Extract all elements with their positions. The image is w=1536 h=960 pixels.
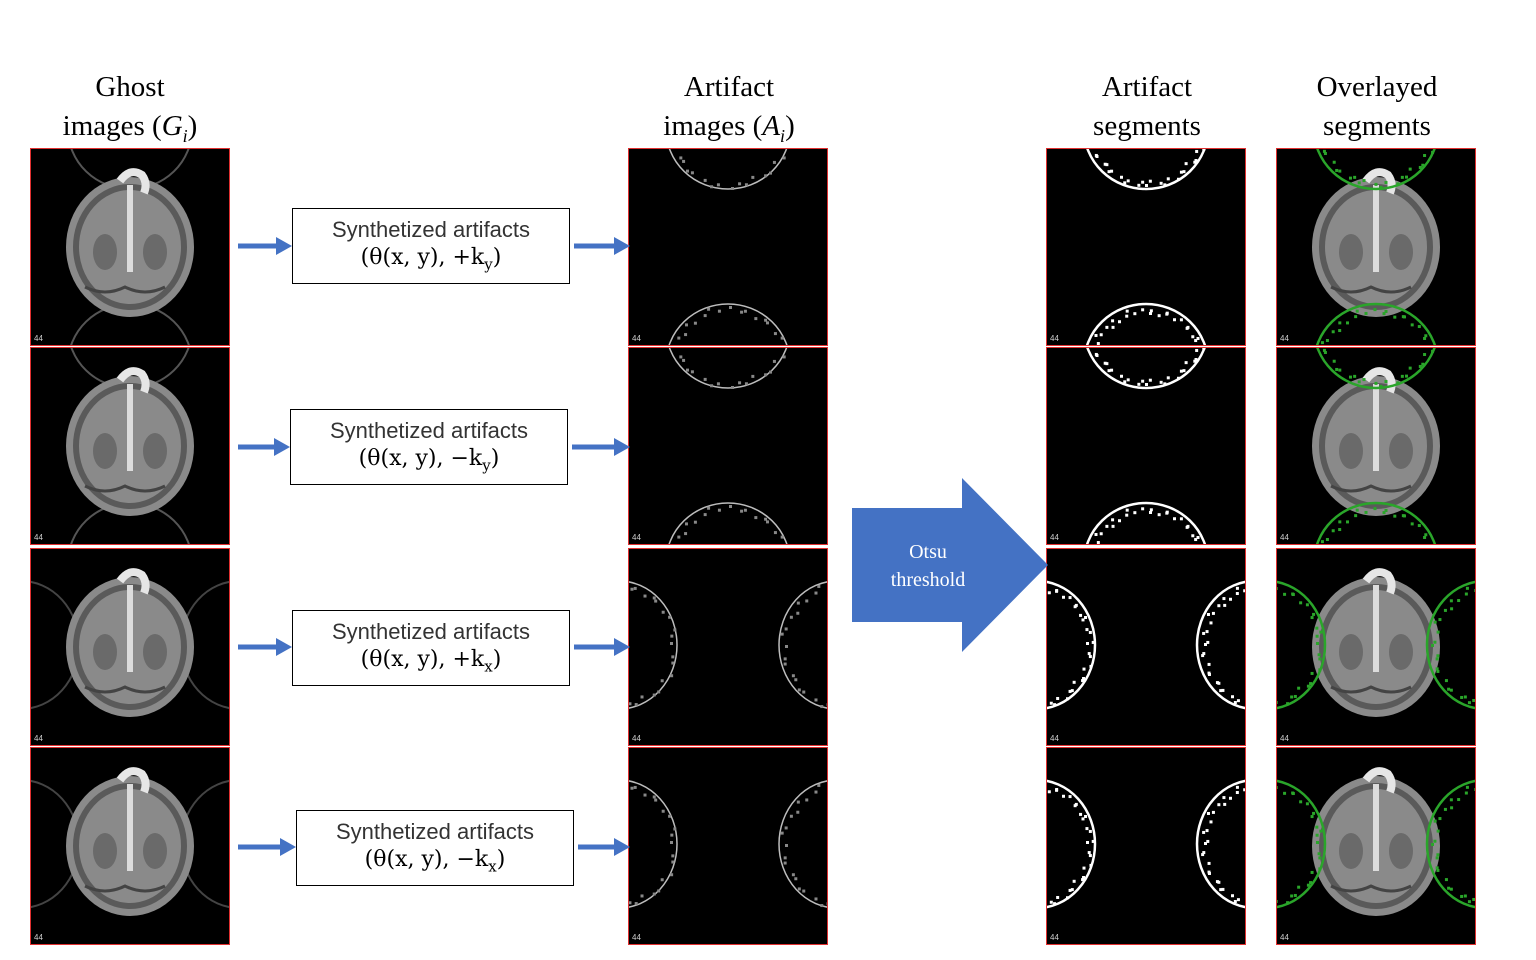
synth-box-3: Synthetized artifacts (θ(x, y), +kx) (292, 610, 570, 686)
overlayed-title-line1: Overlayed (1316, 71, 1438, 103)
formula-main: (θ(x, y), −k (364, 847, 489, 872)
artifact-var: A (762, 110, 781, 142)
slice-number: 44 (34, 334, 43, 343)
ghost-image-4: 44 (30, 747, 230, 945)
arrow-to-artifact-3 (574, 638, 630, 656)
slice-number: 44 (632, 334, 641, 343)
ghost-image-2: 44 (30, 347, 230, 545)
arrow-to-box-4 (238, 838, 296, 856)
slice-number: 44 (1280, 334, 1289, 343)
synth-box-2: Synthetized artifacts (θ(x, y), −ky) (290, 409, 568, 485)
slice-number: 44 (34, 533, 43, 542)
arrow-to-artifact-2 (572, 438, 630, 456)
overlay-image-4: 44 (1276, 747, 1476, 945)
slice-number: 44 (34, 933, 43, 942)
ghost-images-title: Ghost images (Gi) (30, 68, 230, 156)
artifact-image-2: 44 (628, 347, 828, 545)
artifact-segments-title: Artifact segments (1046, 68, 1248, 146)
formula-close: ) (492, 245, 502, 270)
formula-sub: y (484, 255, 493, 274)
slice-number: 44 (1280, 533, 1289, 542)
ghost-sub: i (182, 125, 188, 146)
overlay-image-3: 44 (1276, 548, 1476, 746)
artifact-title-line1: Artifact (683, 71, 775, 103)
artifact-sub: i (780, 125, 786, 146)
otsu-label: Otsu threshold (856, 538, 1000, 594)
arrow-to-artifact-4 (578, 838, 630, 856)
synth-box-title: Synthetized artifacts (335, 819, 535, 844)
formula-close: ) (496, 847, 506, 872)
slice-number: 44 (1050, 734, 1059, 743)
synth-box-formula: (θ(x, y), −ky) (291, 446, 567, 474)
synth-box-title: Synthetized artifacts (329, 418, 529, 443)
ghost-image-1: 44 (30, 148, 230, 346)
formula-close: ) (490, 446, 500, 471)
segment-image-1: 44 (1046, 148, 1246, 346)
segment-image-4: 44 (1046, 747, 1246, 945)
segment-image-3: 44 (1046, 548, 1246, 746)
overlay-image-2: 44 (1276, 347, 1476, 545)
synth-box-1: Synthetized artifacts (θ(x, y), +ky) (292, 208, 570, 284)
otsu-line1: Otsu (909, 541, 947, 563)
artifact-close: ) (785, 110, 795, 142)
slice-number: 44 (1050, 933, 1059, 942)
arrow-to-box-2 (238, 438, 290, 456)
formula-main: (θ(x, y), +k (360, 245, 485, 270)
artifact-image-1: 44 (628, 148, 828, 346)
otsu-arrow-icon (852, 478, 1048, 652)
artifact-image-4: 44 (628, 747, 828, 945)
ghost-close: ) (187, 110, 198, 142)
otsu-line2: threshold (890, 569, 966, 591)
artifact-image-3: 44 (628, 548, 828, 746)
formula-sub: x (484, 657, 493, 676)
slice-number: 44 (1280, 933, 1289, 942)
ghost-var: G (161, 110, 183, 142)
artifact-images-title: Artifact images (Ai) (628, 68, 830, 156)
synth-box-formula: (θ(x, y), +kx) (293, 647, 569, 675)
slice-number: 44 (632, 533, 641, 542)
synth-box-title: Synthetized artifacts (331, 619, 531, 644)
synth-box-formula: (θ(x, y), −kx) (297, 847, 573, 875)
arrow-to-artifact-1 (574, 237, 630, 255)
slice-number: 44 (632, 734, 641, 743)
slice-number: 44 (34, 734, 43, 743)
formula-sub: y (482, 456, 491, 475)
formula-main: (θ(x, y), +k (360, 647, 485, 672)
ghost-image-3: 44 (30, 548, 230, 746)
segment-image-2: 44 (1046, 347, 1246, 545)
segments-title-line2: segments (1093, 110, 1201, 142)
synth-box-4: Synthetized artifacts (θ(x, y), −kx) (296, 810, 574, 886)
segments-title-line1: Artifact (1101, 71, 1193, 103)
synth-box-formula: (θ(x, y), +ky) (293, 245, 569, 273)
ghost-title-line2: images ( (62, 110, 162, 142)
overlayed-title-line2: segments (1323, 110, 1431, 142)
synth-box-title: Synthetized artifacts (331, 217, 531, 242)
slice-number: 44 (1050, 533, 1059, 542)
formula-sub: x (488, 857, 497, 876)
ghost-title-line1: Ghost (95, 71, 165, 103)
overlayed-segments-title: Overlayed segments (1276, 68, 1478, 146)
slice-number: 44 (1280, 734, 1289, 743)
arrow-to-box-3 (238, 638, 292, 656)
formula-close: ) (492, 647, 502, 672)
formula-main: (θ(x, y), −k (358, 446, 483, 471)
slice-number: 44 (632, 933, 641, 942)
overlay-image-1: 44 (1276, 148, 1476, 346)
artifact-title-line2: images ( (663, 110, 763, 142)
slice-number: 44 (1050, 334, 1059, 343)
arrow-to-box-1 (238, 237, 292, 255)
